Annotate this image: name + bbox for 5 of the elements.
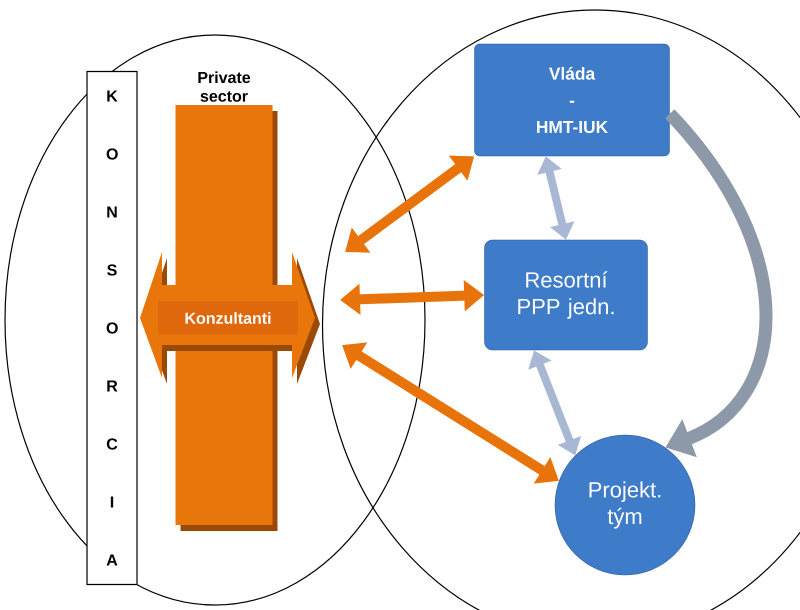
process-box: Resortní PPP jedn. bbox=[484, 240, 648, 350]
process-box: Vláda - HMT-IUK bbox=[474, 44, 670, 156]
group-ellipse bbox=[4, 34, 426, 606]
double-arrow bbox=[664, 109, 772, 458]
node-label: Private sector bbox=[198, 71, 250, 102]
